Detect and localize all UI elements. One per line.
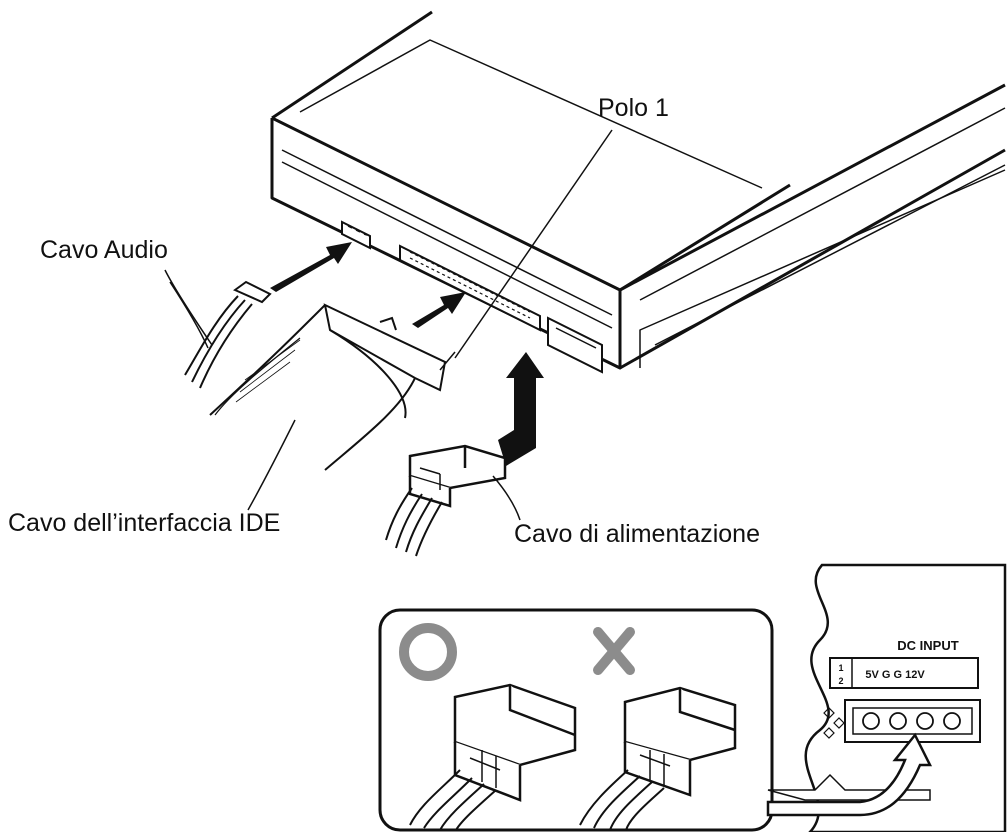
label-polo-1: Polo 1 [598, 94, 669, 122]
drive-connectors [341, 220, 603, 374]
label-ide-cable: Cavo dell’interfaccia IDE [8, 509, 281, 537]
wrong-connector [623, 686, 737, 797]
correct-connector [453, 683, 577, 802]
pin-label-box [829, 657, 979, 689]
ide-ribbon [209, 303, 456, 471]
label-power-cable: Cavo di alimentazione [514, 520, 760, 548]
jumper-top: 1 [838, 663, 843, 673]
leader-lines [164, 129, 613, 521]
jumper-bottom: 2 [838, 676, 843, 686]
wrong-mark-icon [593, 627, 635, 675]
diamond-marks [823, 707, 845, 739]
correct-wires [409, 769, 497, 831]
correct-mark-icon [399, 623, 457, 681]
label-audio-cable: Cavo Audio [40, 236, 168, 264]
dc-input-label: DC INPUT [897, 638, 958, 653]
insert-arrows [270, 242, 544, 466]
wrong-wires [579, 769, 665, 831]
pin-labels: 5V G G 12V [865, 669, 925, 681]
socket-pins [862, 712, 961, 730]
drive-body [270, 10, 1006, 370]
power-connector [408, 444, 507, 508]
audio-cable [169, 280, 272, 389]
power-wires [385, 487, 443, 557]
socket-arrow-icon [766, 732, 933, 817]
